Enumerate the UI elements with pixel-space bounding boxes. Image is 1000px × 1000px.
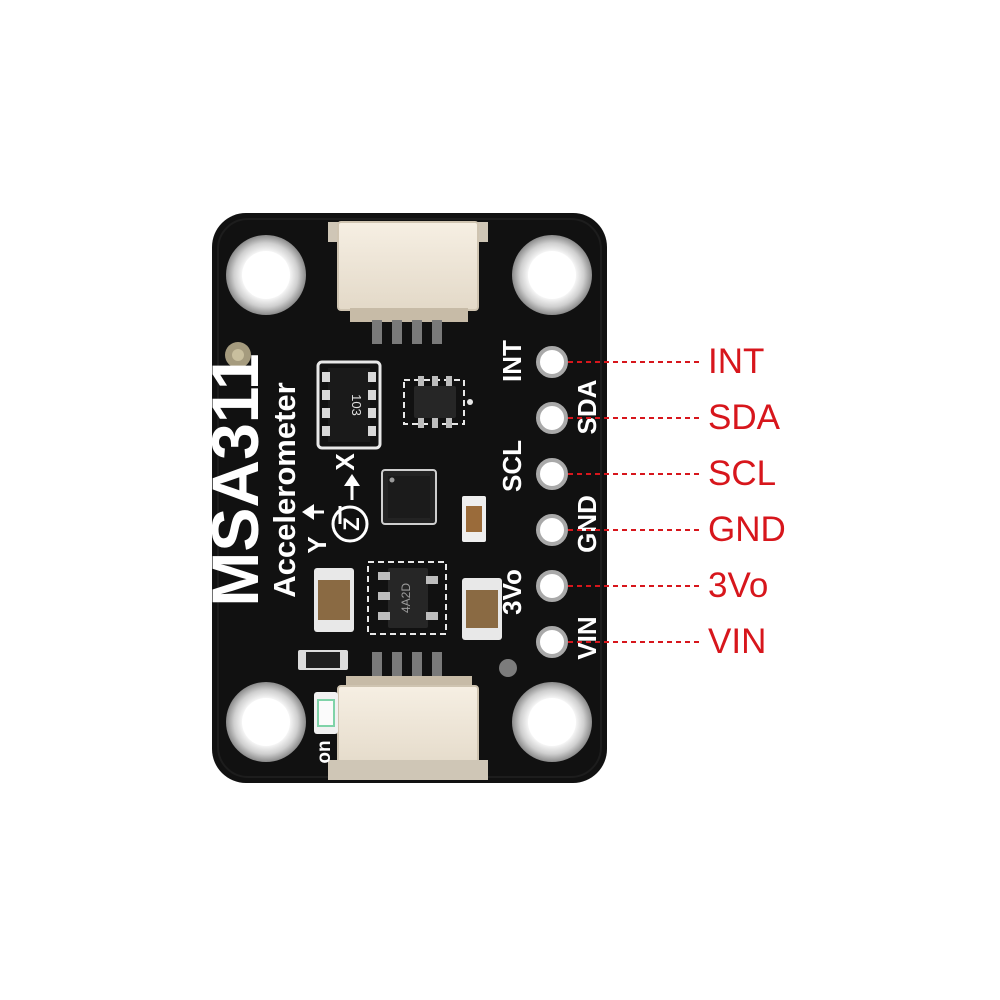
pin-hole-int bbox=[536, 346, 568, 378]
accelerometer-chip bbox=[381, 469, 437, 525]
chip-marking-label: 4A2D bbox=[399, 583, 413, 613]
power-led bbox=[314, 692, 338, 734]
resistor-network: 103 bbox=[316, 360, 382, 450]
resistor-code-label: 103 bbox=[349, 394, 364, 416]
pin-silk-3vo: 3Vo bbox=[497, 569, 527, 615]
mounting-hole-bottom-left bbox=[226, 682, 306, 762]
board-title: MSA311 bbox=[198, 353, 272, 606]
pin-silk-vin: VIN bbox=[572, 616, 602, 659]
callout-3vo: 3Vo bbox=[708, 566, 769, 605]
mounting-hole-bottom-right bbox=[512, 682, 592, 762]
led-resistor bbox=[298, 650, 348, 670]
stemma-qt-connector-bottom bbox=[328, 652, 488, 780]
pin-silk-int: INT bbox=[497, 340, 527, 382]
pin-header bbox=[536, 346, 568, 658]
pin-silk-sda: SDA bbox=[572, 379, 602, 434]
pin-hole-vin bbox=[536, 626, 568, 658]
callout-leader-lines bbox=[568, 361, 700, 643]
stemma-qt-connector-top bbox=[328, 221, 488, 344]
axis-indicator bbox=[302, 474, 369, 543]
mounting-hole-top-right bbox=[512, 235, 592, 315]
power-led-label: on bbox=[314, 740, 335, 763]
capacitor-left bbox=[314, 568, 354, 632]
pin-hole-scl bbox=[536, 458, 568, 490]
pin-hole-gnd bbox=[536, 514, 568, 546]
callout-scl: SCL bbox=[708, 454, 777, 493]
callout-gnd: GND bbox=[708, 510, 786, 549]
board-subtitle: Accelerometer bbox=[267, 382, 302, 597]
voltage-regulator-chip: 4A2D bbox=[367, 561, 447, 635]
mounting-hole-top-left bbox=[226, 235, 306, 315]
axis-z-label: Z bbox=[339, 517, 364, 530]
pin-hole-sda bbox=[536, 402, 568, 434]
callout-sda: SDA bbox=[708, 398, 780, 437]
axis-x-label: X bbox=[330, 453, 360, 471]
capacitor-small bbox=[462, 496, 486, 542]
callout-vin: VIN bbox=[708, 622, 767, 661]
pin-silk-gnd: GND bbox=[572, 495, 602, 553]
pin-silk-scl: SCL bbox=[497, 440, 527, 492]
callout-int: INT bbox=[708, 342, 765, 381]
capacitor-right bbox=[462, 578, 502, 640]
mosfet-chip bbox=[403, 376, 473, 428]
axis-y-label: Y bbox=[302, 536, 332, 553]
pin-hole-3vo bbox=[536, 570, 568, 602]
